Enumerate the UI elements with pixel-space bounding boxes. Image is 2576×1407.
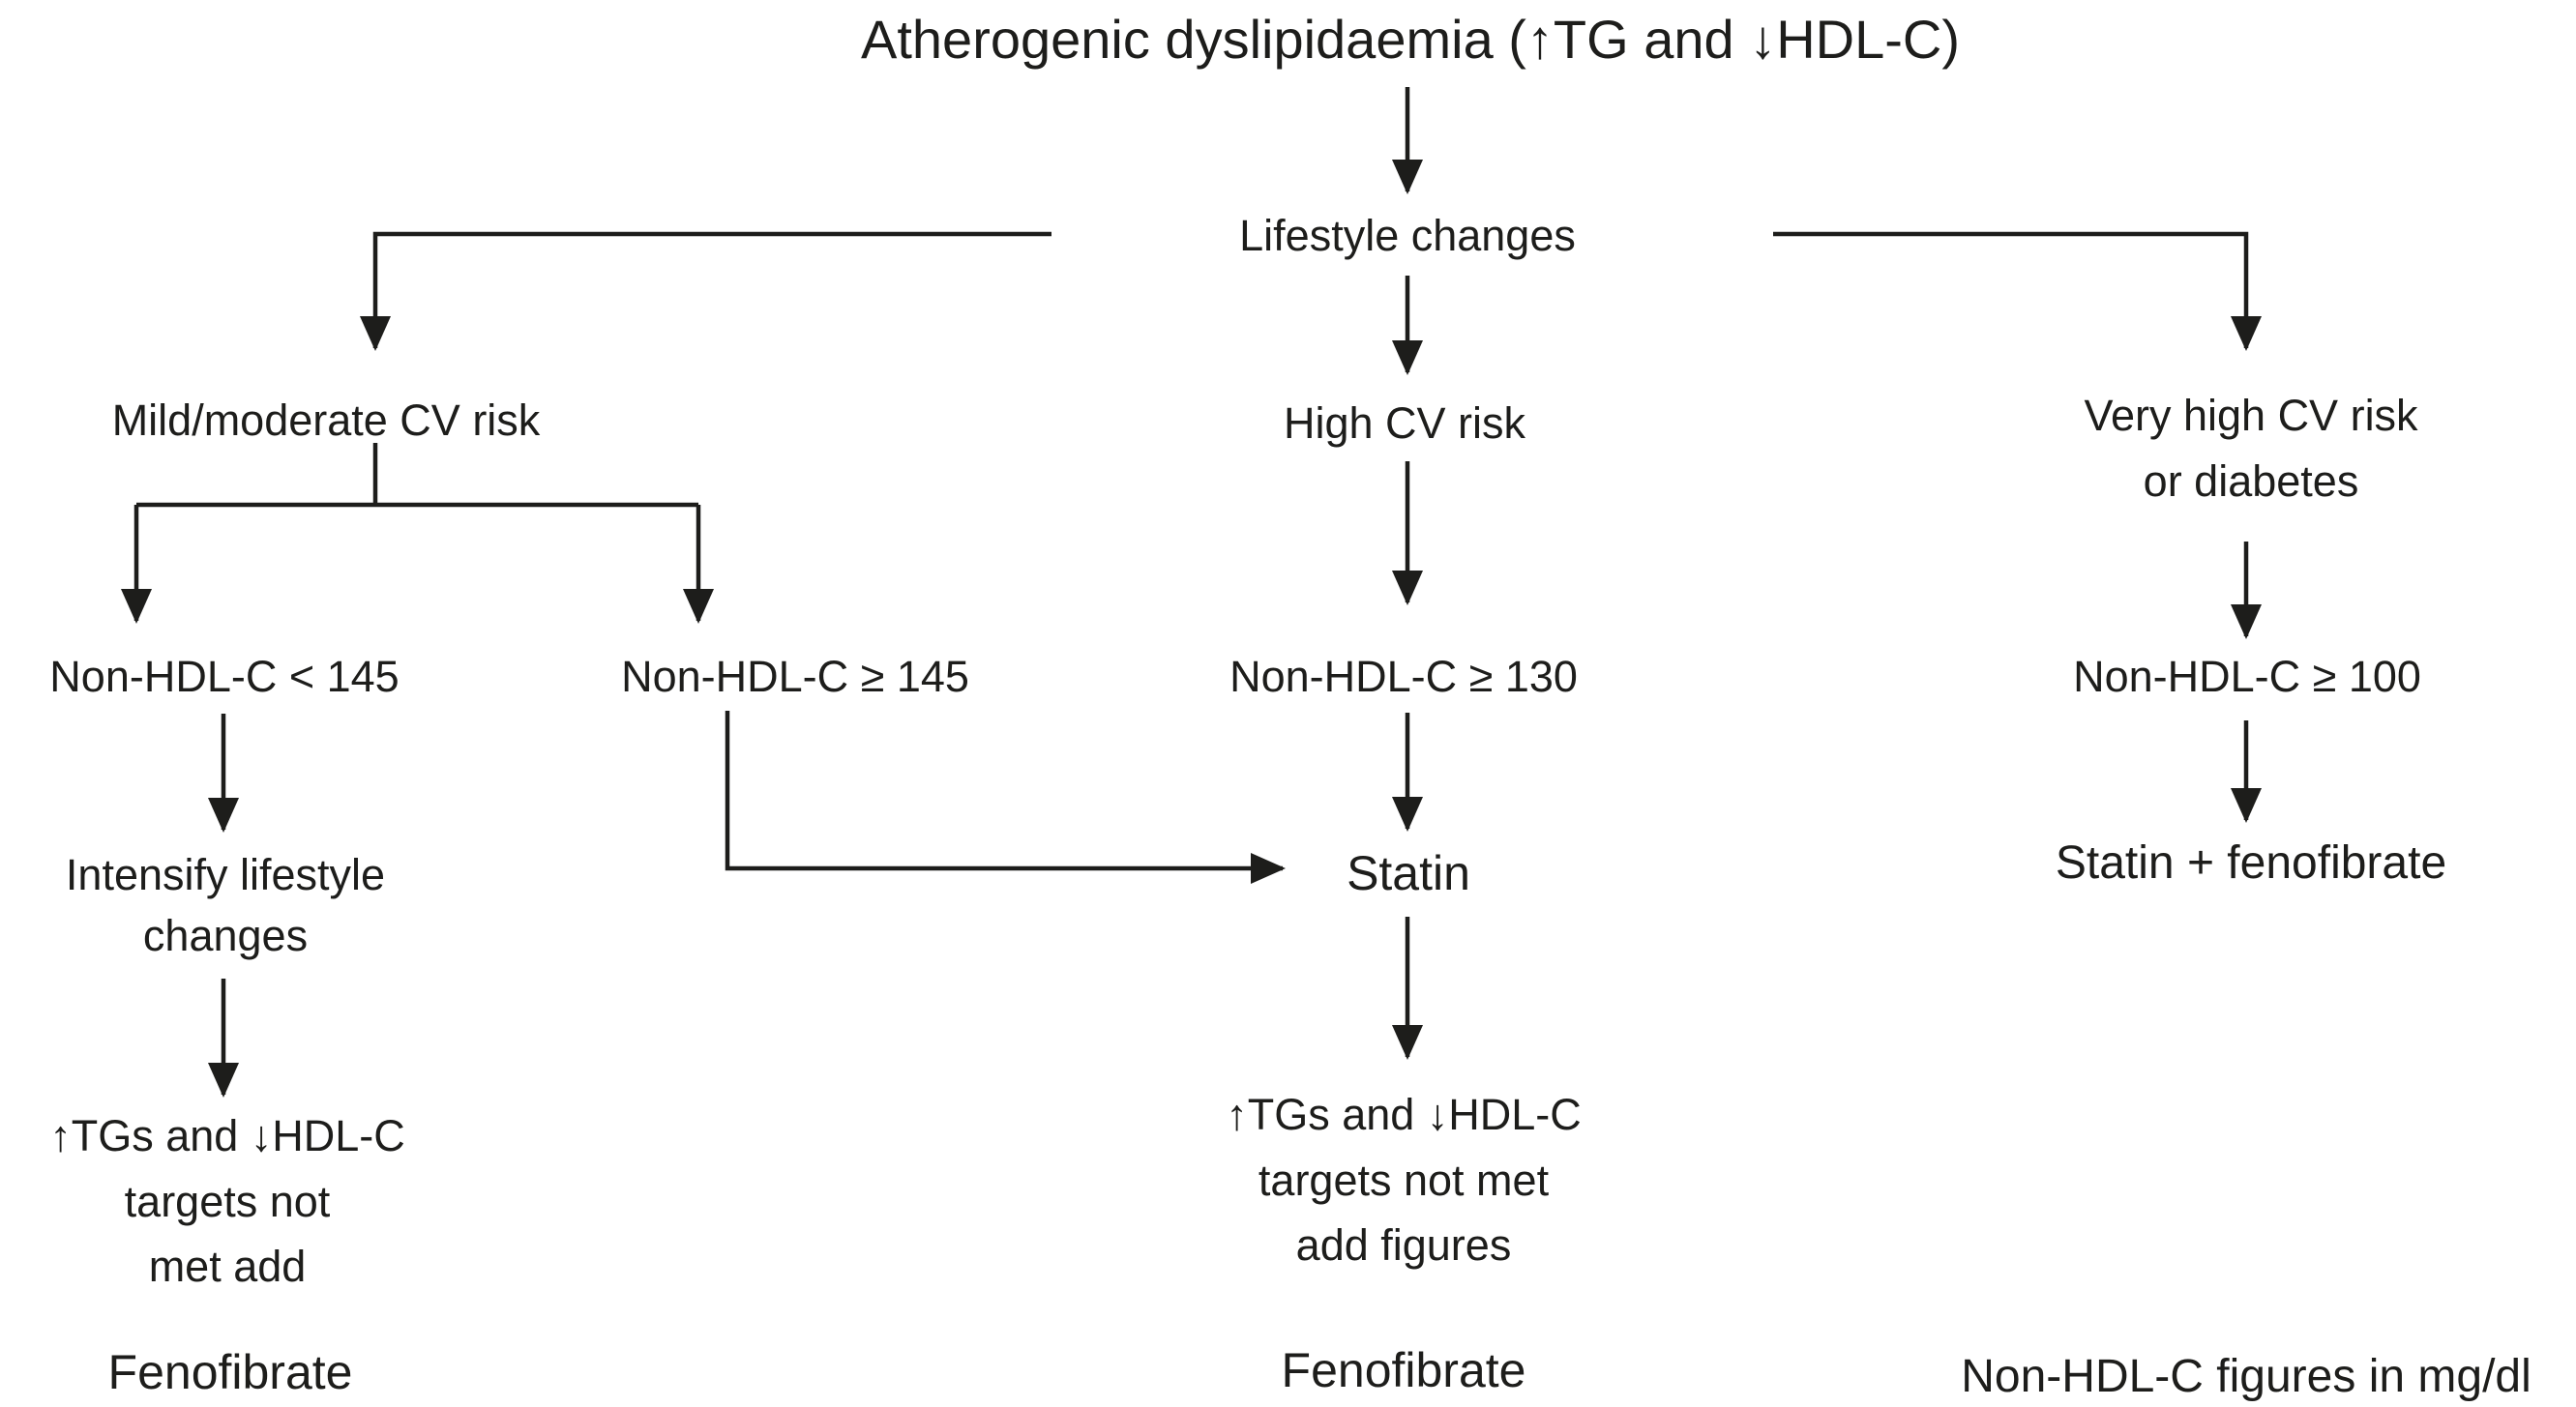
- node-mid-targets-not-met: ↑TGs and ↓HDL-C targets not met add figu…: [1226, 1082, 1582, 1278]
- node-mid-targets-line1: ↑TGs and ↓HDL-C: [1226, 1090, 1582, 1139]
- node-mid-targets-line2: targets not met: [1258, 1155, 1550, 1205]
- units-note: Non-HDL-C figures in mg/dl: [1961, 1351, 2532, 1402]
- node-fenofibrate-mid: Fenofibrate: [1281, 1343, 1526, 1397]
- node-very-high-cv-risk-line1: Very high CV risk: [2084, 391, 2418, 440]
- node-mid-targets-line3: add figures: [1295, 1220, 1512, 1270]
- node-fenofibrate-left: Fenofibrate: [107, 1345, 353, 1399]
- connector-branch-left: [360, 231, 1051, 351]
- node-non-hdl-ge-130: Non-HDL-C ≥ 130: [1229, 652, 1578, 701]
- node-statin-plus-fenofibrate: Statin + fenofibrate: [2055, 837, 2447, 889]
- node-lifestyle-changes: Lifestyle changes: [1239, 211, 1576, 260]
- node-intensify-lifestyle-changes: Intensify lifestyle changes: [66, 844, 385, 966]
- node-left-targets-line3: met add: [148, 1242, 307, 1291]
- node-non-hdl-lt-145: Non-HDL-C < 145: [49, 652, 400, 701]
- connector-ge145-to-statin: [725, 711, 1286, 884]
- node-statin: Statin: [1347, 846, 1470, 900]
- node-left-targets-line2: targets not: [124, 1176, 331, 1226]
- diagram-title: Atherogenic dyslipidaemia (↑TG and ↓HDL-…: [861, 9, 1960, 70]
- node-non-hdl-ge-100: Non-HDL-C ≥ 100: [2073, 652, 2421, 701]
- node-very-high-cv-risk: Very high CV risk or diabetes: [2084, 383, 2417, 513]
- node-intensify-line2: changes: [142, 911, 309, 960]
- node-left-targets-not-met: ↑TGs and ↓HDL-C targets not met add: [49, 1103, 405, 1300]
- node-left-targets-line1: ↑TGs and ↓HDL-C: [49, 1111, 405, 1160]
- connector-branch-right: [1773, 231, 2262, 351]
- node-mild-moderate-cv-risk: Mild/moderate CV risk: [111, 396, 541, 445]
- node-high-cv-risk: High CV risk: [1283, 398, 1526, 448]
- node-intensify-line1: Intensify lifestyle: [65, 850, 386, 899]
- connector-mild-split: [136, 443, 698, 508]
- node-non-hdl-ge-145: Non-HDL-C ≥ 145: [621, 652, 969, 701]
- node-very-high-cv-risk-line2: or diabetes: [2143, 455, 2359, 506]
